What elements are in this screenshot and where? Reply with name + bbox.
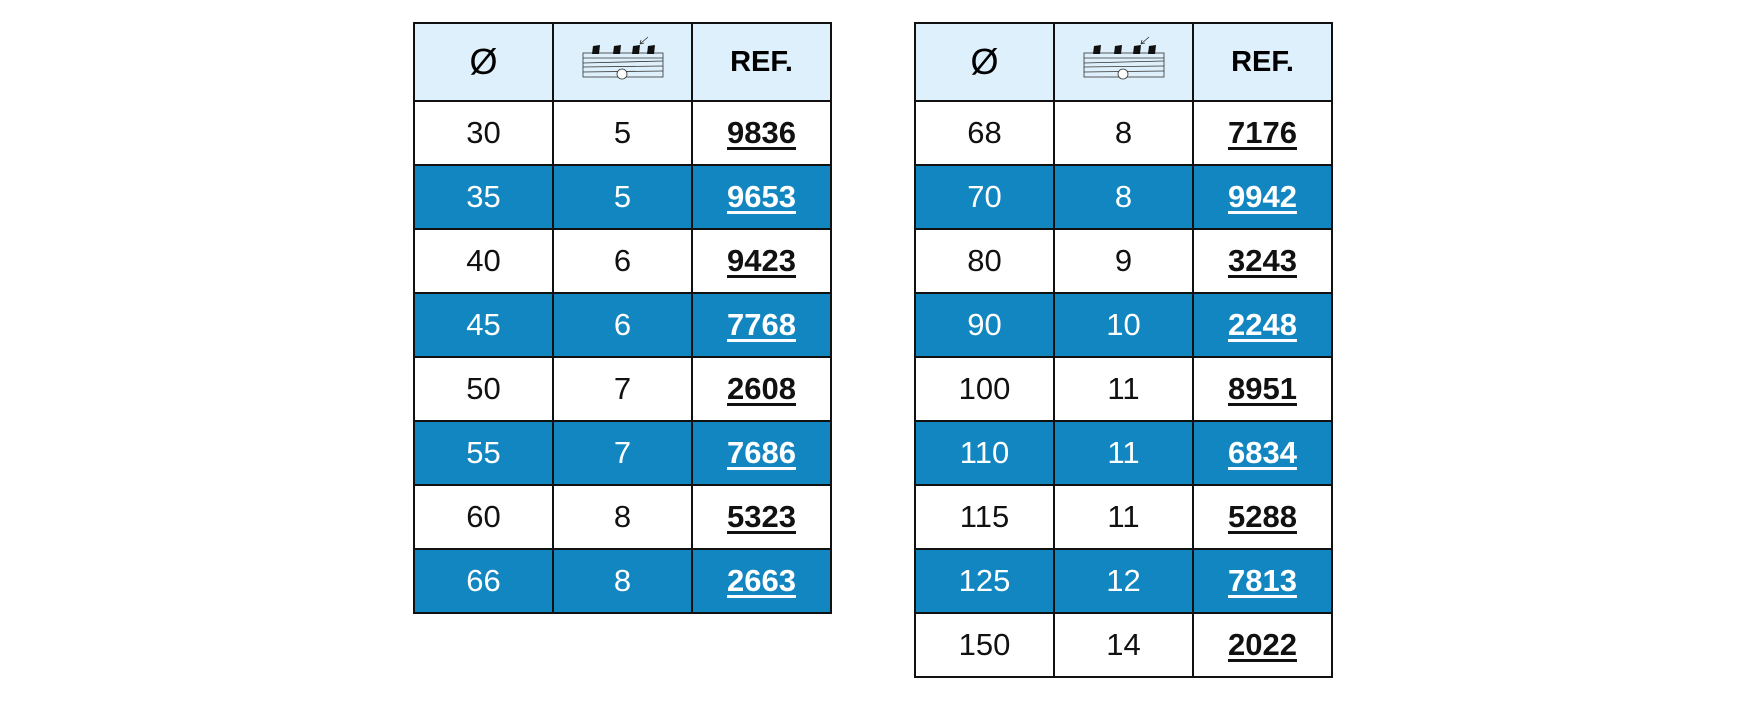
ref-header: REF. [691,22,832,102]
diameter-cell: 90 [914,292,1055,358]
diameter-cell: 115 [914,484,1055,550]
diameter-cell: 45 [413,292,554,358]
header-row: Ø REF. [914,22,1333,102]
diameter-cell: 150 [914,612,1055,678]
teeth-count-cell: 8 [552,548,693,614]
diameter-cell: 50 [413,356,554,422]
ref-link[interactable]: 2608 [691,356,832,422]
teeth-count-cell: 5 [552,100,693,166]
diameter-header: Ø [413,22,554,102]
teeth-count-cell: 14 [1053,612,1194,678]
teeth-count-cell: 7 [552,420,693,486]
teeth-count-cell: 8 [552,484,693,550]
ref-link[interactable]: 9653 [691,164,832,230]
ref-link[interactable]: 9423 [691,228,832,294]
teeth-count-cell: 6 [552,228,693,294]
ref-link[interactable]: 9836 [691,100,832,166]
ref-link[interactable]: 7686 [691,420,832,486]
ref-link[interactable]: 5323 [691,484,832,550]
teeth-count-cell: 6 [552,292,693,358]
teeth-count-cell: 12 [1053,548,1194,614]
teeth-count-cell: 5 [552,164,693,230]
teeth-count-cell: 10 [1053,292,1194,358]
ref-link[interactable]: 8951 [1192,356,1333,422]
diameter-cell: 80 [914,228,1055,294]
diameter-cell: 40 [413,228,554,294]
diameter-header: Ø [914,22,1055,102]
teeth-count-cell: 9 [1053,228,1194,294]
diameter-cell: 35 [413,164,554,230]
ref-link[interactable]: 7768 [691,292,832,358]
saw-blade-teeth-icon [582,36,663,80]
teeth-count-cell: 7 [552,356,693,422]
teeth-header [552,22,693,102]
teeth-header [1053,22,1194,102]
header-row: Ø REF. [413,22,832,102]
ref-link[interactable]: 3243 [1192,228,1333,294]
diameter-cell: 125 [914,548,1055,614]
diameter-cell: 60 [413,484,554,550]
diameter-cell: 30 [413,100,554,166]
ref-header: REF. [1192,22,1333,102]
ref-link[interactable]: 5288 [1192,484,1333,550]
diameter-cell: 66 [413,548,554,614]
teeth-count-cell: 8 [1053,164,1194,230]
ref-link[interactable]: 7176 [1192,100,1333,166]
diameter-cell: 110 [914,420,1055,486]
ref-link[interactable]: 2022 [1192,612,1333,678]
ref-link[interactable]: 6834 [1192,420,1333,486]
ref-link[interactable]: 9942 [1192,164,1333,230]
diameter-cell: 68 [914,100,1055,166]
ref-link[interactable]: 2248 [1192,292,1333,358]
ref-link[interactable]: 7813 [1192,548,1333,614]
ref-link[interactable]: 2663 [691,548,832,614]
teeth-count-cell: 11 [1053,356,1194,422]
teeth-count-cell: 11 [1053,484,1194,550]
diameter-cell: 55 [413,420,554,486]
diameter-cell: 70 [914,164,1055,230]
diameter-cell: 100 [914,356,1055,422]
teeth-count-cell: 11 [1053,420,1194,486]
teeth-count-cell: 8 [1053,100,1194,166]
saw-blade-teeth-icon [1083,36,1164,80]
